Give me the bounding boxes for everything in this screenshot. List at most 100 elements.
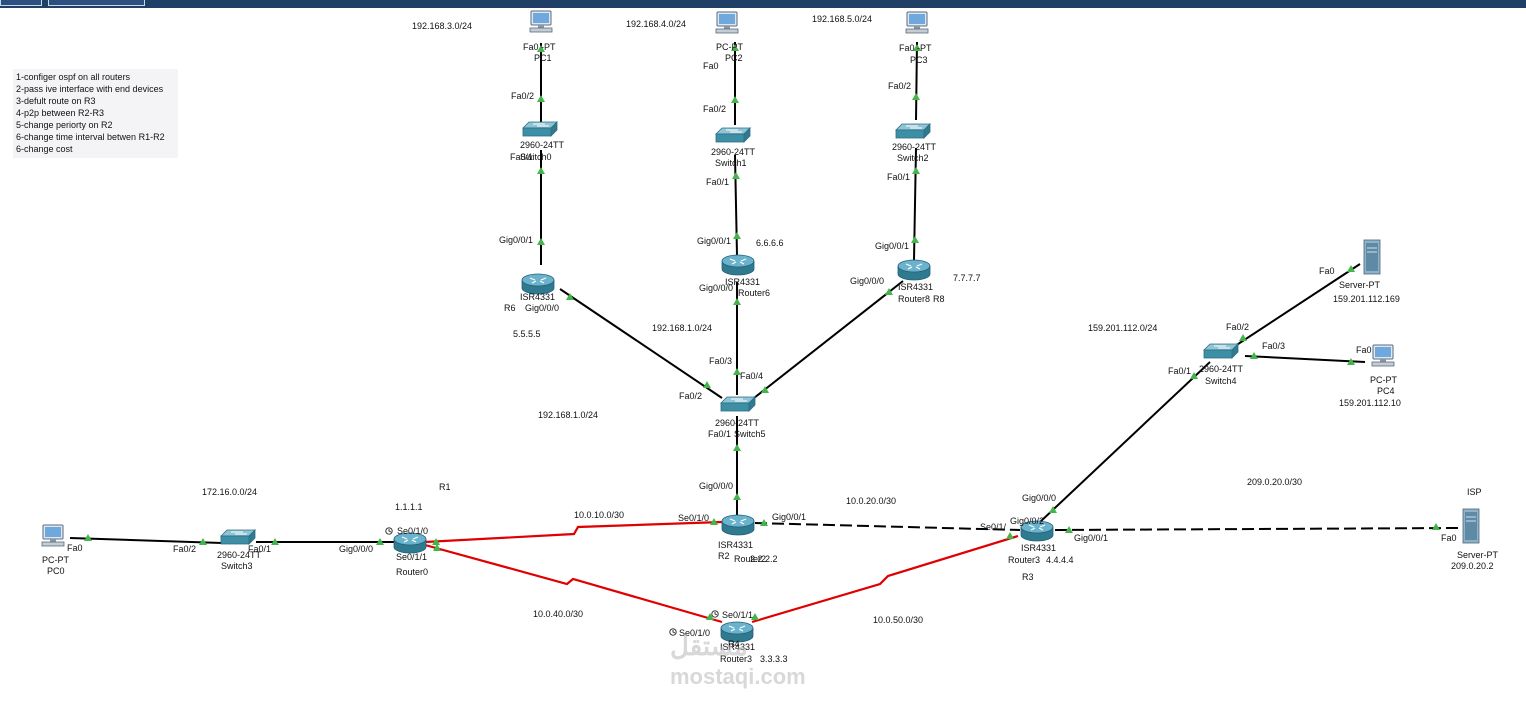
network-label: 10.0.10.0/30 xyxy=(574,510,624,520)
device-label: PC1 xyxy=(534,53,552,63)
port-label: Fa0/2 xyxy=(511,91,534,101)
device-label: Router8 xyxy=(898,294,930,304)
link-pc3-switch2 xyxy=(915,41,918,121)
router-tag: R2 xyxy=(718,551,730,561)
pc-icon xyxy=(1371,344,1395,367)
toolbar-tab[interactable] xyxy=(48,0,145,6)
device-label: PC4 xyxy=(1377,386,1395,396)
router-id: 4.4.4.4 xyxy=(1046,555,1074,565)
ip-label: 159.201.112.10 xyxy=(1339,398,1401,408)
notes-box: 1-configer ospf on all routers 2-pass iv… xyxy=(13,69,178,158)
network-label: 159.201.112.0/24 xyxy=(1088,323,1157,333)
network-label: 192.168.5.0/24 xyxy=(812,14,872,24)
ip-label: 209.0.20.2 xyxy=(1451,561,1494,571)
port-label: Fa0/2 xyxy=(1226,322,1249,332)
network-label: 209.0.20.0/30 xyxy=(1247,477,1302,487)
port-label: Se0/1/0 xyxy=(679,628,710,638)
port-label: Fa0/2 xyxy=(888,81,911,91)
network-label: 172.16.0.0/24 xyxy=(202,487,257,497)
device-label: PC2 xyxy=(725,53,743,63)
router-tag: R8 xyxy=(933,294,945,304)
port-label: Fa0/2 xyxy=(679,391,702,401)
device-label: ISR4331 xyxy=(898,282,933,292)
port-label: Gig0/0/1 xyxy=(499,235,533,245)
router-id: 2.2.2.2 xyxy=(750,554,778,564)
switch-icon xyxy=(1203,343,1239,359)
port-label: Gig0/0/1 xyxy=(772,512,806,522)
note-line: 2-pass ive interface with end devices xyxy=(16,84,164,94)
port-label: Fa0 xyxy=(67,543,83,553)
pc-icon xyxy=(905,11,929,34)
device-label: ISR4331 xyxy=(1021,543,1056,553)
device-label: Fa0 -PT xyxy=(523,42,556,52)
port-label: Fa0/1 xyxy=(248,544,271,554)
link-switch4-server xyxy=(1231,263,1361,349)
note-line: 5-change periorty on R2 xyxy=(16,120,113,130)
router-id: 1.1.1.1 xyxy=(395,502,423,512)
port-label: Fa0/1 xyxy=(887,172,910,182)
network-label: 192.168.4.0/24 xyxy=(626,19,686,29)
device-label: ISR4331 xyxy=(725,277,760,287)
switch-icon xyxy=(522,121,558,137)
port-label: Fa0/4 xyxy=(740,371,763,381)
note-line: 1-configer ospf on all routers xyxy=(16,72,131,82)
switch-icon xyxy=(715,127,751,143)
watermark-latin: mostaqi.com xyxy=(670,664,806,689)
device-label: PC-PT xyxy=(716,42,744,52)
device-label: 2960-24TT xyxy=(711,147,756,157)
port-label: Fa0 xyxy=(1441,533,1457,543)
link-r2-r3 xyxy=(754,522,1021,531)
pc-icon xyxy=(529,10,553,33)
link-r6-switch5 xyxy=(559,288,723,399)
link-r1-r2 xyxy=(424,520,723,544)
port-label: Gig0/0/0 xyxy=(525,303,559,313)
port-label: Se0/1/1 xyxy=(396,552,427,562)
device-label: PC-PT xyxy=(42,555,70,565)
device-label: ISR4331 xyxy=(720,642,755,652)
router-icon xyxy=(897,259,931,281)
port-label: Gig0/0/0 xyxy=(339,544,373,554)
device-label: 2960-24TT xyxy=(1199,364,1244,374)
router-id: 5.5.5.5 xyxy=(513,329,541,339)
device-label: Router2 xyxy=(734,554,766,564)
device-label: PC-PT xyxy=(1370,375,1398,385)
network-label: 192.168.3.0/24 xyxy=(412,21,472,31)
link-r3-switch4 xyxy=(1039,361,1211,523)
network-label: 10.0.50.0/30 xyxy=(873,615,923,625)
device-label: Switch2 xyxy=(897,153,929,163)
link-switch1-router6 xyxy=(734,154,738,256)
port-label: Gig0/0/0 xyxy=(699,283,733,293)
port-label: Fa0/3 xyxy=(709,356,732,366)
toolbar-tab[interactable] xyxy=(0,0,42,6)
port-label: Gig0/0/1 xyxy=(1074,533,1108,543)
port-label: Fa0 xyxy=(1356,345,1372,355)
note-line: 4-p2p between R2-R3 xyxy=(16,108,105,118)
port-label: Fa0/1 xyxy=(1168,366,1191,376)
port-label: Se0/1/0 xyxy=(397,526,428,536)
device-label: Router0 xyxy=(396,567,428,577)
device-label: PC3 xyxy=(910,55,928,65)
pc-icon xyxy=(41,524,65,547)
device-label: Fa0 -PT xyxy=(899,43,932,53)
device-label: Router6 xyxy=(738,288,770,298)
device-label: ISP xyxy=(1467,487,1482,497)
port-label: Fa0/2 xyxy=(173,544,196,554)
device-label: Router3 xyxy=(1008,555,1040,565)
port-label: Fa0/1 xyxy=(706,177,729,187)
network-label: 10.0.40.0/30 xyxy=(533,609,583,619)
note-line: 3-defult route on R3 xyxy=(16,96,96,106)
port-label: Se0/1/ xyxy=(980,522,1007,532)
link-r3-isp xyxy=(1054,527,1459,531)
serial-links xyxy=(424,520,1019,624)
port-label: Gig0/0/1 xyxy=(697,236,731,246)
port-label: Gig0/0/1 xyxy=(875,241,909,251)
network-label: 192.168.1.0/24 xyxy=(652,323,712,333)
port-label: Fa0/3 xyxy=(1262,341,1285,351)
router-id: 6.6.6.6 xyxy=(756,238,784,248)
port-label: Gig0/0/2 xyxy=(1010,516,1044,526)
watermark-arabic: مستقل xyxy=(670,631,748,661)
port-label: Fa0/1 xyxy=(510,152,533,162)
port-label: Gig0/0/0 xyxy=(850,276,884,286)
port-label: Fa0/1 xyxy=(708,429,731,439)
